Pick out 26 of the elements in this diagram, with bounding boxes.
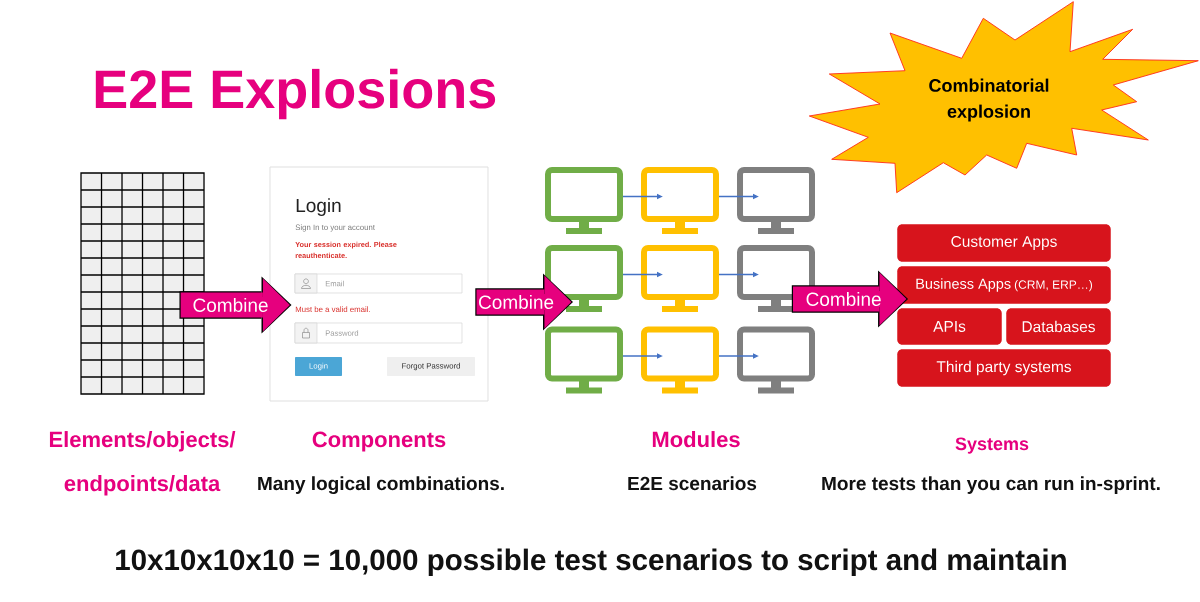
title: E2E Explosions — [95, 68, 496, 120]
monitor — [545, 326, 623, 394]
monitor — [545, 167, 623, 234]
description-text: More tests than you can run in-sprint. — [822, 476, 1160, 494]
monitor — [737, 326, 815, 394]
stage-label: Systems — [955, 437, 1029, 454]
edge-label: Combine — [191, 297, 270, 313]
edge-label: Combine — [804, 291, 883, 307]
system-box: Business Apps (CRM, ERP…) — [897, 266, 1111, 304]
stage-label: Modules — [652, 431, 740, 448]
starburst: Combinatorial explosion — [808, 1, 1199, 194]
monitor — [641, 326, 719, 394]
system-box: Third party systems — [897, 349, 1111, 387]
monitor — [641, 245, 719, 312]
edge-label: Combine — [477, 294, 556, 310]
summary-text: 10x10x10x10 = 10,000 possible test scenarios to script and maintain — [116, 548, 1066, 577]
monitor — [737, 167, 815, 234]
system-box: Customer Apps — [897, 224, 1111, 262]
system-box: Databases — [1006, 308, 1111, 345]
description-text: Many logical combinations. — [258, 476, 504, 494]
description-text: E2E scenarios — [628, 476, 757, 491]
monitor — [641, 167, 719, 234]
stage-label: Elements/objects/ endpoints/data — [49, 431, 236, 496]
system-box: APIs — [897, 308, 1002, 345]
login-heading: Login — [296, 198, 341, 216]
stage-label: Components — [312, 431, 446, 452]
